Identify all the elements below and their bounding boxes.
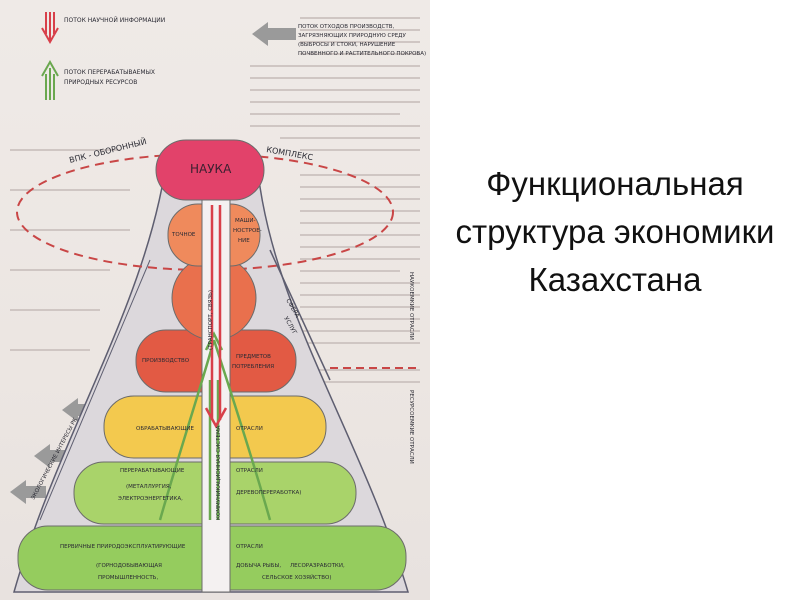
title-line-2: структура экономики <box>455 213 775 250</box>
primary-right-label-2: ДОБЫЧА РЫБЫ, <box>236 563 281 569</box>
service-sector-line <box>269 249 331 381</box>
refining-label-2: (МЕТАЛЛУРГИЯ, <box>126 484 172 490</box>
slide-title: Функциональная структура экономики Казах… <box>430 160 800 304</box>
resource-flow-arrow-icon <box>41 59 59 100</box>
production-label: ПРОИЗВОДСТВО <box>142 358 190 364</box>
title-line-1: Функциональная <box>486 165 744 202</box>
legend-waste-flow-line1: ПОТОК ОТХОДОВ ПРОИЗВОДСТВ, <box>298 24 395 30</box>
scanned-diagram: ПОТОК НАУЧНОЙ ИНФОРМАЦИИ ПОТОК ПЕРЕРАБАТ… <box>0 0 430 600</box>
transport-label: (ТРАНСПОРТ, СВЯЗЬ) <box>208 290 214 350</box>
economy-structure-diagram: ПОТОК НАУЧНОЙ ИНФОРМАЦИИ ПОТОК ПЕРЕРАБАТ… <box>10 12 426 593</box>
communication-column <box>201 199 231 593</box>
primary-label-1: ПЕРВИЧНЫЕ ПРИРОДОЭКСПЛУАТИРУЮЩИЕ <box>60 544 186 550</box>
legend-resource-flow-line2: ПРИРОДНЫХ РЕСУРСОВ <box>64 79 137 86</box>
consumer-goods-label-1: ПРЕДМЕТОВ <box>236 354 271 360</box>
communication-system-label: КОММУНИКАЦИОННАЯ СИСТЕМА <box>216 425 222 520</box>
primary-right-label-4: СЕЛЬСКОЕ ХОЗЯЙСТВО) <box>262 574 332 581</box>
refining-label-3: ЭЛЕКТРОЭНЕРГЕТИКА, <box>118 496 183 502</box>
consumer-goods-label-2: ПОТРЕБЛЕНИЯ <box>232 364 274 370</box>
refining-right-label-1: ОТРАСЛИ <box>236 468 263 474</box>
processing-right-label: ОТРАСЛИ <box>236 426 263 432</box>
left-side-line <box>39 259 151 521</box>
red-science-flow-arrow <box>204 205 228 429</box>
waste-flow-arrow-icon <box>252 22 296 46</box>
scientific-flow-arrow-icon <box>41 12 59 45</box>
machinery-label-2: НОСТРОЕ- <box>233 228 262 234</box>
legend-waste-flow-line2: ЗАГРЯЗНЯЮЩИХ ПРИРОДНУЮ СРЕДУ <box>298 33 406 39</box>
background-text-texture <box>10 17 420 383</box>
primary-right-label-3: ЛЕСОРАЗРАБОТКИ, <box>290 563 345 569</box>
primary-label-2: (ГОРНОДОБЫВАЮЩАЯ <box>96 563 162 569</box>
refining-label-1: ПЕРЕРАБАТЫВАЮЩИЕ <box>120 468 185 474</box>
science-label: НАУКА <box>190 162 232 176</box>
primary-right-label-1: ОТРАСЛИ <box>236 544 263 550</box>
machinery-label-1: МАШИ- <box>235 218 256 224</box>
title-line-3: Казахстана <box>528 261 702 298</box>
processing-left-label: ОБРАБАТЫВАЮЩИЕ <box>136 426 195 432</box>
precision-label: ТОЧНОЕ <box>171 232 196 238</box>
resource-intensive-label: РЕСУРСОЕМКИЕ ОТРАСЛИ <box>408 390 414 464</box>
legend-scientific-flow: ПОТОК НАУЧНОЙ ИНФОРМАЦИИ <box>64 17 165 24</box>
primary-label-3: ПРОМЫШЛЕННОСТЬ, <box>98 575 158 581</box>
refining-right-label-2: ДЕРЕВОПЕРЕРАБОТКА) <box>236 490 301 496</box>
legend-waste-flow-line3: (ВЫБРОСЫ И СТОКИ, НАРУШЕНИЕ <box>298 42 396 48</box>
legend-resource-flow-line1: ПОТОК ПЕРЕРАБАТЫВАЕМЫХ <box>64 69 155 76</box>
machinery-label-3: НИЕ <box>238 238 250 244</box>
legend-waste-flow-line4: ПОЧВЕННОГО И РАСТИТЕЛЬНОГО ПОКРОВА) <box>298 51 426 57</box>
science-intensive-label: НАУКОЕМКИЕ ОТРАСЛИ <box>408 272 414 340</box>
